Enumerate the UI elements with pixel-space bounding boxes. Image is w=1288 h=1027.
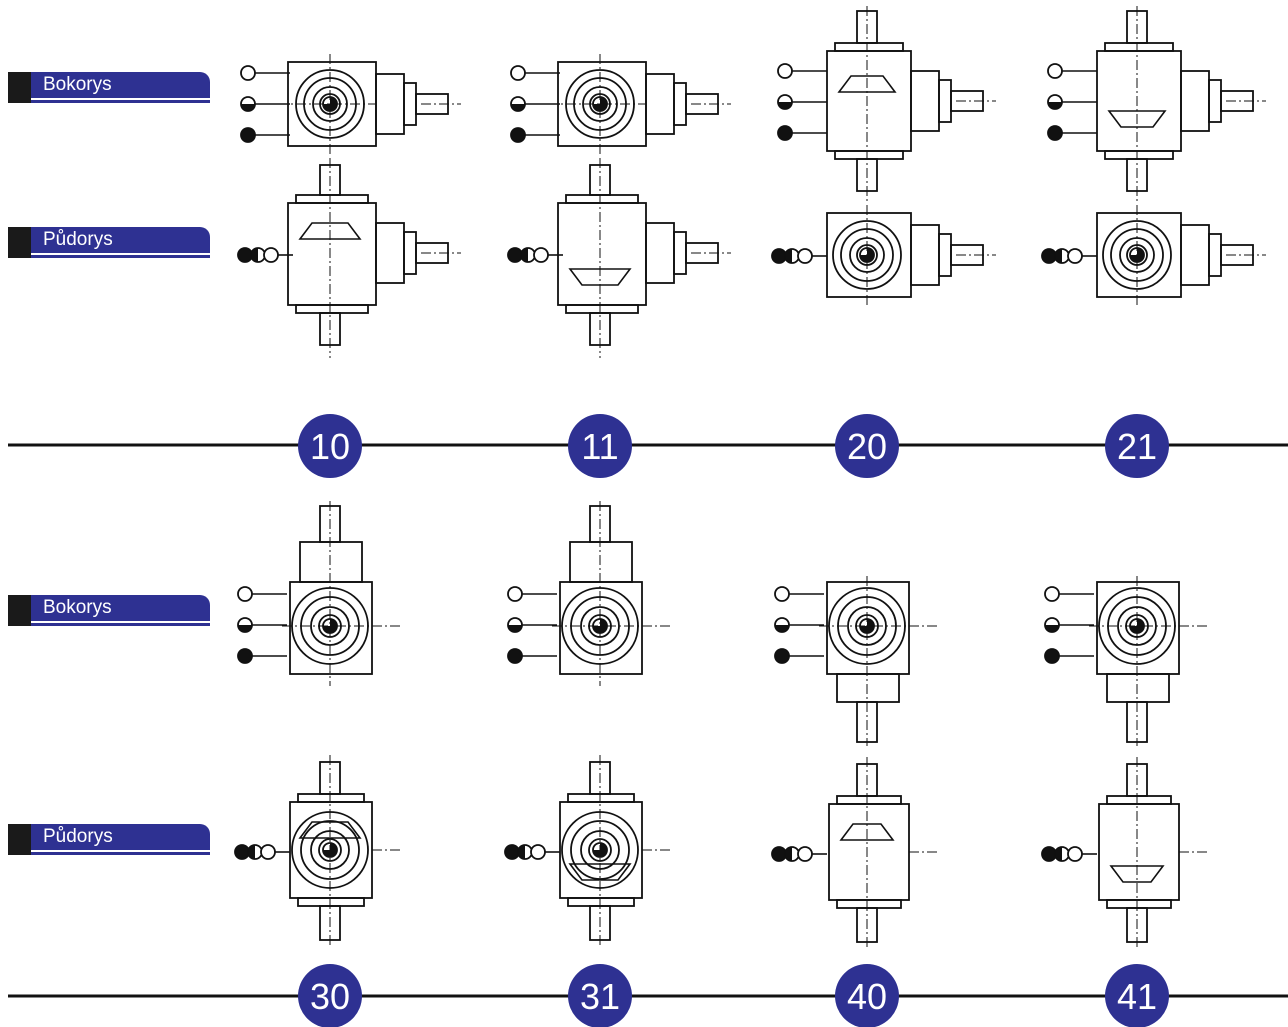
tab-marker — [8, 824, 31, 855]
label-top-view-row1: Půdorys — [8, 227, 210, 258]
tab-marker — [8, 72, 31, 103]
variant-badge-41: 41 — [1105, 964, 1169, 1027]
variant-number: 11 — [581, 426, 618, 467]
label-side-view-row2: Bokorys — [8, 595, 210, 626]
variant-number: 40 — [847, 976, 887, 1017]
gearbox-drawing-41-top — [1098, 757, 1207, 947]
label-text: Bokorys — [43, 597, 112, 618]
gearbox-drawing-40-side — [819, 576, 937, 746]
gearbox-drawing-21-side — [1096, 6, 1266, 201]
legend-markers-horizontal — [237, 247, 293, 263]
tab-marker — [8, 227, 31, 258]
gearbox-drawing-21-top — [1096, 205, 1266, 307]
variant-badge-21: 21 — [1105, 414, 1169, 478]
variant-number: 10 — [310, 426, 350, 467]
label-text: Půdorys — [43, 229, 113, 250]
variant-number: 20 — [847, 426, 887, 467]
legend-markers-horizontal — [771, 248, 827, 264]
variant-number: 30 — [310, 976, 350, 1017]
legend-markers — [507, 586, 557, 664]
legend-markers — [1047, 63, 1097, 141]
variant-badge-30: 30 — [298, 964, 362, 1027]
variant-number: 31 — [580, 976, 620, 1017]
gearbox-drawing-30-side — [282, 501, 400, 686]
legend-markers — [1044, 586, 1094, 664]
variant-number: 41 — [1117, 976, 1157, 1017]
label-text: Bokorys — [43, 74, 112, 95]
gearbox-drawing-11-top — [557, 158, 731, 358]
variant-badge-11: 11 — [568, 414, 632, 478]
gearbox-drawing-11-side — [548, 54, 731, 154]
gearbox-drawing-31-top — [559, 755, 670, 945]
label-text: Půdorys — [43, 826, 113, 847]
legend-markers — [237, 586, 287, 664]
tab-marker — [8, 595, 31, 626]
variant-number: 21 — [1117, 426, 1157, 467]
gearbox-drawing-20-top — [826, 205, 996, 307]
legend-markers — [774, 586, 824, 664]
legend-markers-horizontal — [234, 844, 290, 860]
legend-markers — [777, 63, 827, 141]
label-top-view-row2: Půdorys — [8, 824, 210, 855]
gearbox-drawing-41-side — [1089, 576, 1207, 746]
legend-markers-horizontal — [504, 844, 560, 860]
legend-markers-horizontal — [507, 247, 563, 263]
gearbox-drawing-30-top — [289, 755, 400, 945]
variant-badge-10: 10 — [298, 414, 362, 478]
legend-markers-horizontal — [1041, 248, 1097, 264]
variant-badge-20: 20 — [835, 414, 899, 478]
gearbox-drawing-40-top — [828, 757, 937, 947]
gearbox-drawing-10-top — [287, 158, 461, 358]
gearbox-drawing-10-side — [278, 54, 461, 154]
gearbox-drawing-31-side — [552, 501, 670, 686]
legend-markers — [510, 65, 560, 143]
legend-markers — [240, 65, 290, 143]
label-side-view-row1: Bokorys — [8, 72, 210, 103]
variant-badge-40: 40 — [835, 964, 899, 1027]
gearbox-drawing-20-side — [826, 6, 996, 201]
variant-badge-31: 31 — [568, 964, 632, 1027]
legend-markers-horizontal — [1041, 846, 1097, 862]
legend-markers-horizontal — [771, 846, 827, 862]
